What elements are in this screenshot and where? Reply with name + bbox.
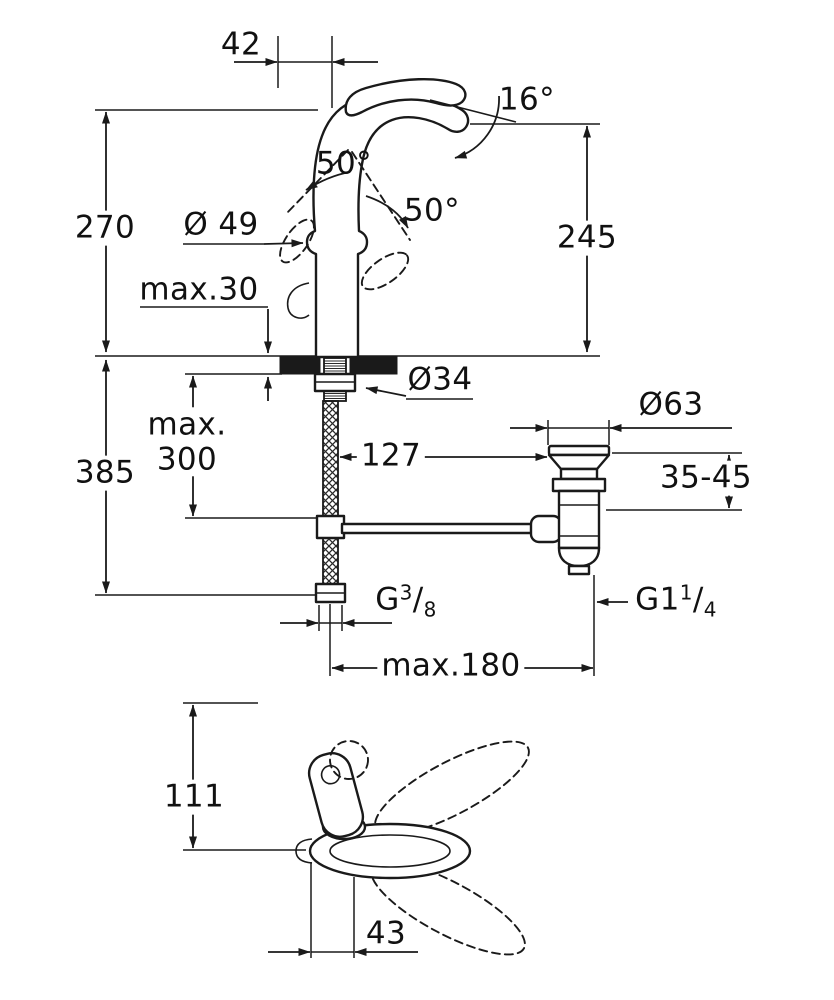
- hook-detail: [286, 282, 310, 319]
- waste-thread-label: G11/4: [635, 581, 717, 620]
- dia-49-label: Ø 49: [183, 206, 259, 243]
- dim-385-label: 385: [70, 455, 140, 491]
- spout-stub: [295, 838, 313, 864]
- pop-up-waste: [340, 444, 611, 576]
- dim-127-label: 127: [356, 438, 426, 474]
- angle-16-label: 16°: [498, 81, 556, 118]
- supply-thread-denominator: 8: [423, 597, 437, 622]
- extension-lines: [95, 36, 742, 958]
- waste-body: [557, 489, 601, 550]
- waste-thread-slash: /: [692, 581, 704, 618]
- max-30-label: max.30: [139, 271, 259, 308]
- supply-thread-label: G3/8: [375, 581, 437, 620]
- supply-hose: [314, 400, 347, 604]
- pop-up-rod: [340, 522, 536, 535]
- supply-thread-slash: /: [412, 581, 424, 618]
- waste-thread-denominator: 4: [703, 597, 717, 622]
- faucet-lever: [344, 78, 467, 117]
- faucet-top-view: [295, 740, 530, 956]
- waste-flange: [547, 444, 611, 457]
- dia-63-label: Ø63: [638, 386, 704, 423]
- dim-43-label: 43: [365, 915, 407, 952]
- angle-50-left-label: 50°: [315, 145, 373, 182]
- dim-245-label: 245: [552, 220, 622, 256]
- dia-34-label: Ø34: [407, 361, 473, 398]
- max-300-line1: max.: [147, 406, 227, 443]
- dim-42-label: 42: [220, 26, 262, 63]
- max-300-line2: 300: [156, 441, 218, 477]
- dim-270-label: 270: [70, 210, 140, 246]
- hose-connector: [315, 514, 346, 540]
- range-35-45-label: 35-45: [655, 460, 757, 496]
- waste-thread-numerator: 1: [679, 580, 693, 605]
- deck-plate-left: [279, 356, 321, 375]
- deck-mounting: [279, 356, 398, 402]
- lever-top-view: [307, 752, 365, 838]
- supply-thread-numerator: 3: [399, 580, 413, 605]
- waste-tailpipe: [567, 564, 591, 576]
- dimension-stubs: [140, 58, 732, 956]
- faucet-side-view: [305, 78, 470, 359]
- angle-50-right-label: 50°: [403, 192, 461, 229]
- dim-111-label: 111: [159, 779, 229, 815]
- waste-thread-prefix: G1: [635, 581, 680, 618]
- max-180-label: max.180: [377, 648, 525, 684]
- deck-plate-right: [349, 356, 398, 375]
- waste-knob: [529, 514, 563, 544]
- angle-annotations: [279, 95, 517, 319]
- lever-knob-outline: [329, 740, 369, 780]
- faucet-body-spout: [305, 94, 470, 359]
- supply-thread-prefix: G: [375, 581, 400, 618]
- max-300-label: max. 300: [143, 406, 231, 477]
